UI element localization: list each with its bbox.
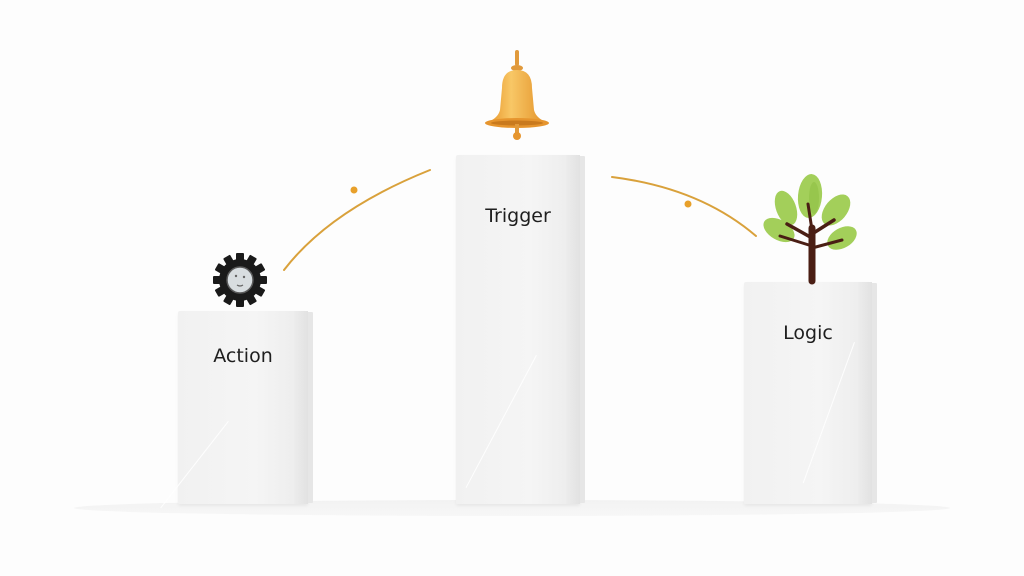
gear-icon	[213, 253, 267, 307]
tree-icon	[763, 174, 857, 285]
pillar-crease	[802, 342, 855, 484]
pillar-edge	[858, 282, 872, 504]
pillar-action: Action	[160, 311, 308, 509]
bell-icon	[485, 50, 549, 140]
pillar-trigger: Trigger	[456, 155, 580, 504]
label-logic: Logic	[783, 322, 833, 344]
label-trigger: Trigger	[485, 205, 551, 227]
pillar-logic: Logic	[744, 282, 872, 504]
pillar-crease	[465, 355, 537, 488]
label-action: Action	[213, 345, 273, 367]
pillar-edge	[566, 155, 580, 504]
pillar-edge	[294, 311, 308, 504]
floor-shadow	[74, 500, 950, 516]
